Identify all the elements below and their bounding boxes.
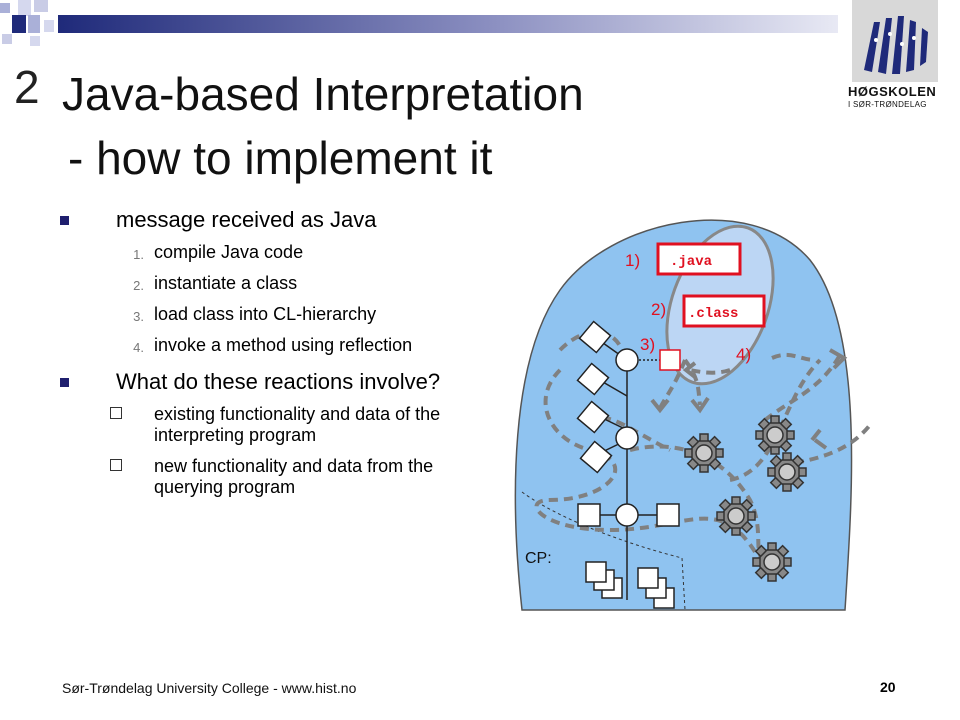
numbered-item: 1. compile Java code — [116, 242, 458, 263]
bullet-square-icon — [60, 378, 69, 387]
checkbox-item: existing functionality and data of the i… — [110, 404, 458, 446]
checkbox-list: existing functionality and data of the i… — [110, 404, 458, 498]
bullet-text: message received as Java — [116, 207, 377, 232]
numbered-item: 2. instantiate a class — [116, 273, 458, 294]
checkbox-item: new functionality and data from the quer… — [110, 456, 458, 498]
page-number: 20 — [880, 679, 896, 695]
item-number: 4. — [133, 340, 144, 355]
logo-emblem — [852, 0, 938, 82]
footer-text: Sør-Trøndelag University College - www.h… — [62, 680, 357, 696]
numbered-item: 4. invoke a method using reflection — [116, 335, 458, 356]
step-label-2: 2) — [651, 300, 666, 319]
flow-arrowheads — [650, 348, 848, 450]
java-file-box — [656, 242, 742, 276]
item-text: new functionality and data from the quer… — [154, 456, 434, 497]
numbered-list: 1. compile Java code 2. instantiate a clas… — [116, 242, 458, 356]
logo-subtitle: I SØR-TRØNDELAG — [848, 100, 927, 109]
bullet-item: What do these reactions involve? existin… — [58, 370, 458, 498]
bullet-list: message received as Java 1. compile Java … — [58, 208, 458, 512]
title-line-1: Java-based Interpretation — [62, 68, 584, 120]
item-text: existing functionality and data of the i… — [154, 404, 441, 445]
classpath-label: CP: — [525, 550, 552, 567]
title-line-2: - how to implement it — [68, 132, 493, 184]
step-label-3: 3) — [640, 335, 655, 354]
logo-name: HØGSKOLEN — [848, 84, 937, 99]
classloader-nodes — [615, 348, 639, 527]
bullet-text: What do these reactions involve? — [116, 369, 441, 394]
item-text: instantiate a class — [154, 273, 298, 293]
class-file-box — [682, 294, 766, 328]
bullet-square-icon — [60, 216, 69, 225]
slide-number-marker: 2 — [14, 61, 40, 113]
numbered-item: 3. load class into CL-hierarchy — [116, 304, 458, 325]
empty-square-icon — [110, 407, 122, 419]
item-text: load class into CL-hierarchy — [154, 304, 377, 324]
class-file-label: .class — [688, 306, 738, 322]
header-decoration — [0, 0, 840, 50]
step-label-4: 4) — [736, 345, 751, 364]
empty-square-icon — [110, 459, 122, 471]
item-number: 3. — [133, 309, 144, 324]
java-file-label: .java — [670, 254, 713, 270]
hist-logo: HØGSKOLEN I SØR-TRØNDELAG — [834, 0, 960, 124]
item-number: 2. — [133, 278, 144, 293]
class-boxes — [576, 320, 681, 527]
classpath-boxes — [585, 561, 675, 609]
item-text: invoke a method using reflection — [154, 335, 413, 355]
bullet-item: message received as Java 1. compile Java … — [58, 208, 458, 356]
item-number: 1. — [133, 247, 144, 262]
architecture-diagram: .java .class 1) 2) 3) 4) CP: — [514, 219, 872, 611]
slide-title: Java-based Interpretation - how to imple… — [62, 62, 584, 190]
step-label-1: 1) — [625, 251, 640, 270]
item-text: compile Java code — [154, 242, 304, 262]
